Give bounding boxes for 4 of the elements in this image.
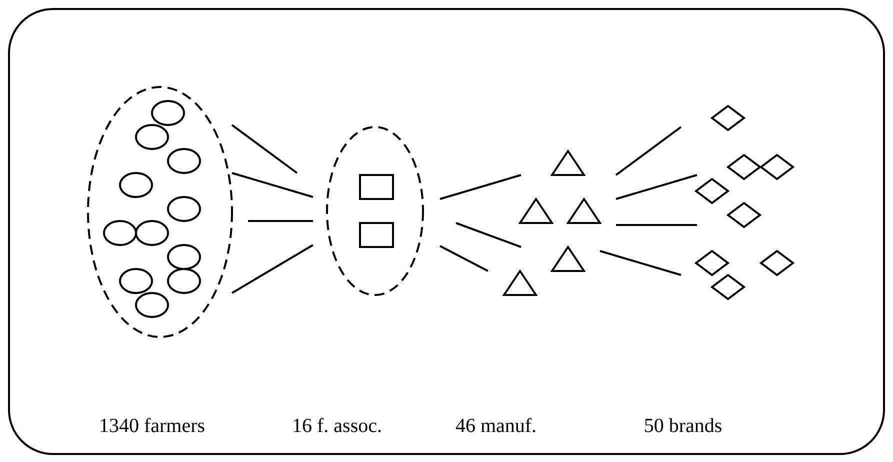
group-label: 50 brands bbox=[644, 414, 722, 439]
group-label: 16 f. assoc. bbox=[292, 414, 382, 439]
group-label: 46 manuf. bbox=[455, 414, 537, 439]
group-label: 1340 farmers bbox=[98, 414, 206, 439]
